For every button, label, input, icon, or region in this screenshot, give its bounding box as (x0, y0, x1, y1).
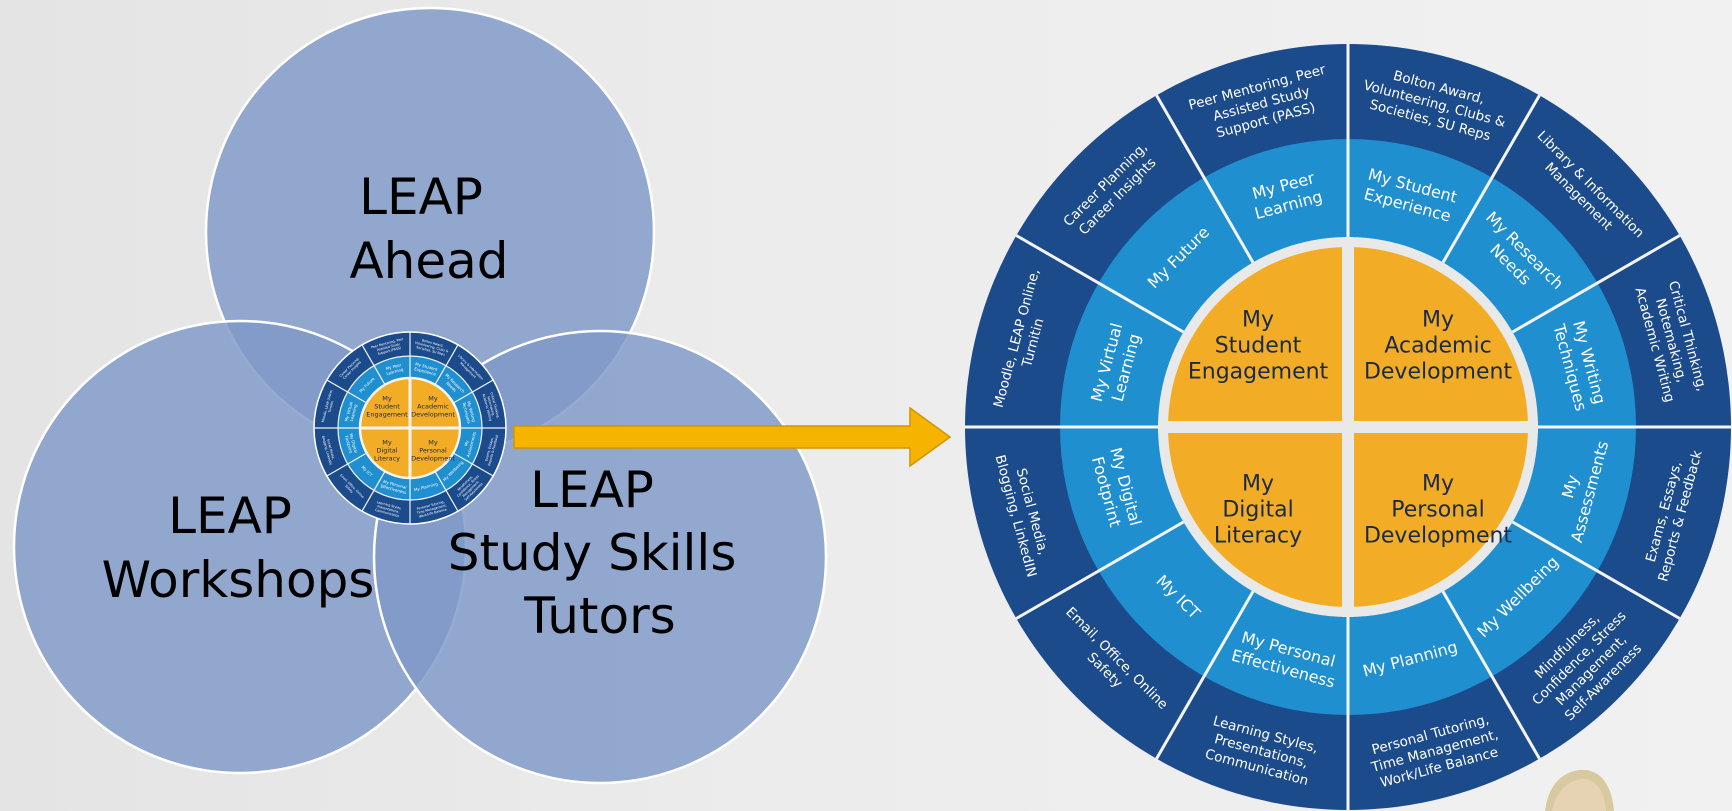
wheel-divider (1015, 520, 1185, 620)
venn-diagram: LEAP Ahead LEAP Workshops LEAP Study Ski… (12, 6, 828, 785)
mini-wheel-divider (361, 344, 386, 385)
mini-wheel-divider (453, 379, 494, 404)
mini-outer-label-2: Critical Thinking,Notemaking,Academic Wr… (482, 391, 501, 421)
mini-middle-label-5: My Planning (413, 481, 438, 492)
mini-wheel-divider (434, 344, 459, 385)
mini-wheel-divider (326, 452, 367, 477)
wheel-divider (1511, 520, 1681, 620)
mini-outer-label-8: Social Media,Blogging, LinkedIN (321, 434, 337, 465)
wheel-divider (1015, 234, 1185, 334)
wheel-divider (1441, 94, 1541, 264)
mini-middle-label-2: My WritingTechniques (461, 399, 477, 424)
mini-middle-label-8: My DigitalFootprint (344, 433, 359, 455)
mini-wheel-divider (453, 452, 494, 477)
venn-label-leap-tutors: LEAP Study Skills Tutors (448, 461, 753, 645)
arrow (513, 406, 952, 468)
mini-middle-label-0: My StudentExperience (413, 361, 438, 377)
wheel-divider (1155, 94, 1255, 264)
mini-outer-label-5: Personal Tutoring,Time Management,Work/L… (414, 499, 448, 519)
wheel-divider (1155, 590, 1255, 760)
mini-wheel-divider (326, 379, 367, 404)
mini-wheel-divider (434, 471, 459, 512)
mini-outer-label-0: Bolton Award,Volunteering, Clubs &Societ… (413, 337, 450, 358)
wheel-dividers (1015, 94, 1681, 760)
wheel-divider (1441, 590, 1541, 760)
wheel-divider (1511, 234, 1681, 334)
mini-middle-label-11: My PeerLearning (384, 362, 404, 376)
mini-wheel-divider (361, 471, 386, 512)
venn-label-leap-ahead: LEAP Ahead (349, 168, 508, 290)
mini-outer-label-6: Learning Styles,Presentations,Communicat… (374, 500, 402, 518)
venn-label-leap-workshops: LEAP Workshops (102, 487, 375, 609)
mini-middle-label-3: MyAssessments (461, 430, 477, 458)
mini-middle-label-9: My VirtualLearning (344, 401, 359, 423)
person-photo-fragment (1545, 769, 1614, 811)
mini-middle-label-6: My PersonalEffectiveness (380, 479, 408, 496)
